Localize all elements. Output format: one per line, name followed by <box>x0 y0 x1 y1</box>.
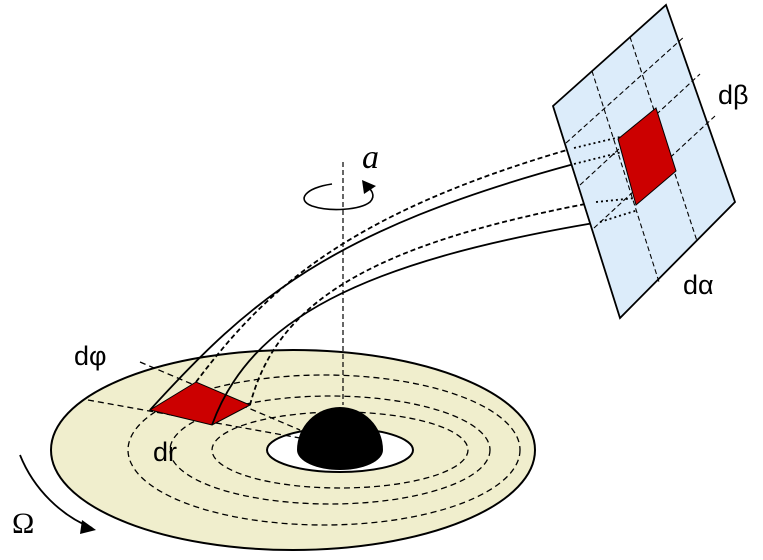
accretion-disk <box>50 349 536 551</box>
disk-ring-1 <box>127 374 521 526</box>
photon-rays <box>149 147 601 426</box>
ray-solid-1 <box>149 163 575 411</box>
ray-screen-dotted-4 <box>595 197 637 203</box>
disk-ring-2 <box>169 395 491 505</box>
spin-rotation-arrow-icon <box>303 183 374 211</box>
omega-label: Ω <box>12 507 34 540</box>
disk-rotation-arrowhead-icon <box>80 520 96 534</box>
ray-solid-2 <box>211 221 601 426</box>
d-alpha-label: dα <box>683 270 714 300</box>
ray-screen-dotted-3 <box>599 209 639 223</box>
spin-parameter-label: a <box>362 139 379 176</box>
radial-line-back <box>139 361 301 431</box>
d-r-label: dr <box>153 437 177 467</box>
ray-dashed-1 <box>195 147 575 383</box>
black-hole <box>297 407 383 470</box>
d-beta-label: dβ <box>718 80 749 110</box>
ray-screen-dotted-1 <box>573 151 623 165</box>
screen-grid-line <box>591 70 660 283</box>
d-phi-label: dφ <box>74 341 107 371</box>
black-hole-sphere <box>297 407 383 470</box>
spin-arrowhead-icon <box>362 180 376 194</box>
ray-dashed-2 <box>249 201 597 406</box>
observer-screen <box>551 3 737 320</box>
screen-pixel-patch <box>617 107 677 206</box>
radial-line-dphi <box>87 399 301 439</box>
screen-grid-line <box>565 35 686 144</box>
